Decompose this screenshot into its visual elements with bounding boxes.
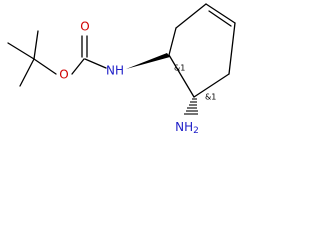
carbonyl-oxygen-label: O — [80, 20, 89, 34]
tbu-methyl-bond-lower — [19, 58, 35, 87]
ring-bond-c1-c6 — [168, 27, 177, 56]
stereo-descriptor-c1: &1 — [174, 64, 185, 73]
ring-bond-c3-c2 — [193, 73, 230, 98]
ring-bond-c6-c5 — [175, 3, 207, 29]
carbonyl-to-amide-nitrogen-bond — [84, 58, 107, 69]
ring-bond-c4-c3 — [228, 22, 236, 75]
stereo-descriptor-c2: &1 — [205, 93, 216, 102]
amine-group-label: NH2 — [175, 120, 199, 136]
amide-nitrogen-label: NH — [106, 64, 124, 78]
amine-hashed-bond — [184, 98, 198, 115]
chemical-structure: O O NH NH2 &1 &1 — [7, 3, 236, 136]
tbu-methyl-bond-top — [33, 30, 39, 60]
tbu-methyl-bond-upper-left — [7, 42, 35, 60]
ring-bond-c2-c1 — [168, 54, 195, 98]
ring-bond-c5-c4 — [205, 3, 236, 24]
tbu-to-ester-oxygen-bond — [33, 58, 57, 75]
amide-nitrogen-wedge-bond — [126, 53, 170, 69]
ring-double-bond-inner — [208, 10, 232, 27]
ester-oxygen-label: O — [59, 68, 68, 82]
ester-oxygen-to-carbonyl-bond — [71, 58, 85, 75]
